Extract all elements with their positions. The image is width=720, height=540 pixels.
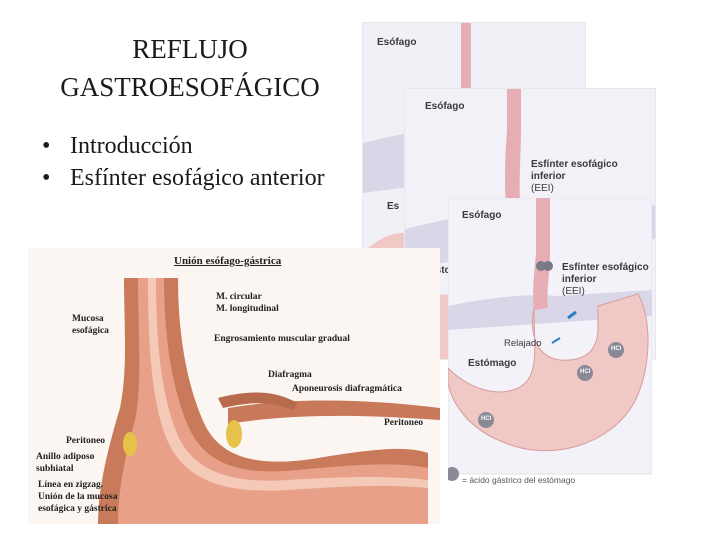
- label-fat-ring-2: subhiatal: [36, 464, 74, 474]
- title-line-1: REFLUJO: [132, 34, 248, 64]
- title-line-2: GASTROESOFÁGICO: [60, 72, 320, 102]
- hcl-badge-3: HCl: [481, 416, 492, 422]
- bullet-introduction: Introducción: [40, 132, 360, 160]
- hcl-badge-1: HCl: [611, 346, 622, 352]
- label-mucosa-2: esofágica: [72, 326, 109, 336]
- front-stomach-label: Estómago: [468, 358, 517, 369]
- label-peritoneum-left: Peritoneo: [66, 436, 106, 446]
- front-relaxed-label: Relajado: [504, 338, 542, 349]
- diagram-front: Esófago Esfínter esofágico inferior (EEI…: [448, 198, 652, 488]
- front-sphincter-label: Esfínter esofágico inferior (EEI): [562, 262, 649, 297]
- bullet-list: Introducción Esfínter esofágico anterior: [40, 132, 360, 196]
- bullet-sphincter: Esfínter esofágico anterior: [40, 164, 360, 192]
- label-peritoneum-right: Peritoneo: [384, 418, 424, 428]
- mid-esophagus-label: Esófago: [425, 101, 465, 112]
- front-esophagus-label: Esófago: [462, 210, 502, 221]
- label-circular: M. circular: [216, 292, 262, 302]
- anatomy-figure: Unión esófago-gástrica M. circular M. lo…: [28, 248, 440, 524]
- anatomy-drawing: [28, 248, 440, 524]
- slide-title: REFLUJO GASTROESOFÁGICO: [20, 30, 360, 106]
- label-zigzag-1: Línea en zigzag.: [38, 480, 104, 490]
- hcl-badge-2: HCl: [580, 369, 591, 375]
- mid-sphincter-label: Esfínter esofágico inferior (EEI): [531, 159, 618, 194]
- label-fat-ring-1: Anillo adiposo: [36, 452, 95, 462]
- back-esophagus-label: Esófago: [377, 37, 417, 48]
- label-diaphragm: Diafragma: [268, 370, 312, 380]
- label-thickening: Engrosamiento muscular gradual: [214, 334, 350, 344]
- label-mucosa-1: Mucosa: [72, 314, 104, 324]
- back-stomach-label: Es: [387, 201, 400, 212]
- anatomy-title: Unión esófago-gástrica: [174, 255, 282, 267]
- label-zigzag-2: Unión de la mucosa: [38, 492, 118, 502]
- diagram-front-drawing: [448, 198, 652, 481]
- label-aponeurosis: Aponeurosis diafragmática: [292, 384, 402, 394]
- label-longitudinal: M. longitudinal: [216, 304, 279, 314]
- label-zigzag-3: esofágica y gástrica: [38, 504, 117, 514]
- front-caption: = ácido gástrico del estómago: [462, 475, 576, 485]
